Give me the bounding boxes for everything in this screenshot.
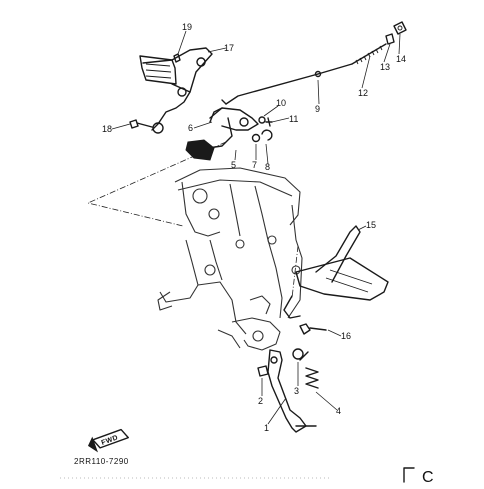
washer-10 [258, 116, 266, 124]
callout-6: 6 [188, 123, 193, 133]
assembly-guide-lines [86, 141, 299, 299]
bolt-2 [257, 365, 269, 377]
threaded-rod [351, 43, 387, 65]
footrest-peg [139, 55, 177, 85]
bolt-18 [129, 119, 153, 129]
corner-mark-letter: C [422, 469, 434, 484]
callout-9: 9 [315, 104, 320, 114]
callout-15: 15 [366, 220, 376, 230]
callout-14: 14 [396, 54, 406, 64]
clip-8 [261, 129, 273, 141]
callout-17: 17 [224, 43, 234, 53]
leader-lines [111, 30, 401, 425]
footrest-bracket [142, 47, 213, 134]
callout-10: 10 [276, 98, 286, 108]
sidestand [267, 349, 317, 433]
callout-8: 8 [265, 162, 270, 172]
shift-rod [221, 63, 353, 105]
nut-13 [385, 33, 395, 45]
bolt-19 [173, 53, 181, 63]
callout-1: 1 [264, 423, 269, 433]
callout-12: 12 [358, 88, 368, 98]
callout-3: 3 [294, 386, 299, 396]
bolt-16 [299, 323, 327, 335]
catalog-code: 2RR110-7290 [74, 457, 129, 466]
callout-5: 5 [231, 160, 236, 170]
pin-11 [265, 117, 273, 127]
footrest-right [283, 225, 389, 319]
washer-7 [251, 133, 261, 143]
spring-4 [299, 351, 319, 389]
callout-16: 16 [341, 331, 351, 341]
callout-2: 2 [258, 396, 263, 406]
forward-arrow-badge: FWD [88, 428, 129, 453]
callout-18: 18 [102, 124, 112, 134]
callout-19: 19 [182, 22, 192, 32]
callout-labels: 1 2 3 4 5 6 7 8 9 10 11 12 13 14 15 16 1… [102, 22, 406, 433]
callout-4: 4 [336, 406, 341, 416]
motorcycle-frame [157, 167, 303, 351]
callout-13: 13 [380, 62, 390, 72]
collar-3 [292, 348, 304, 360]
callout-7: 7 [252, 160, 257, 170]
joint-14 [393, 21, 407, 35]
shift-pedal [185, 107, 259, 161]
corner-mark: C [403, 467, 434, 486]
callout-11: 11 [289, 114, 298, 124]
